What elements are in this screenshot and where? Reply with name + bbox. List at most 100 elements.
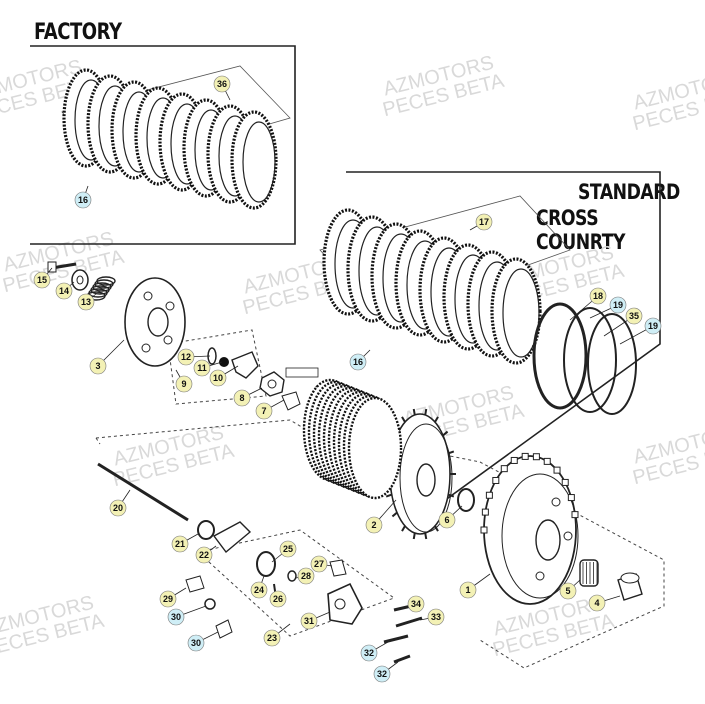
callout-badge: 11 — [193, 359, 211, 377]
callout-number: 33 — [431, 612, 441, 622]
hub-tooth — [424, 408, 428, 416]
thrust-washer — [457, 488, 475, 512]
callout-number: 9 — [181, 379, 186, 389]
callout-badge: 16 — [74, 191, 92, 209]
callout-number: 21 — [175, 539, 185, 549]
stacked-disc — [347, 396, 403, 500]
callout-number: 15 — [37, 275, 47, 285]
callout-badge: 33 — [427, 608, 445, 626]
hub-tooth — [391, 511, 398, 518]
callout-number: 7 — [261, 406, 266, 416]
hub-tooth — [434, 525, 439, 532]
callout-number: 30 — [171, 612, 181, 622]
callout-number: 17 — [479, 217, 489, 227]
callout-badge: 30 — [187, 634, 205, 652]
basket-tooth — [492, 476, 500, 484]
callout-badge: 1 — [459, 581, 477, 599]
callout-number: 4 — [594, 598, 599, 608]
basket-tooth — [480, 526, 488, 534]
callout-badge: 21 — [171, 535, 189, 553]
cover-dashed-frame — [196, 529, 396, 637]
callout-badge: 12 — [177, 348, 195, 366]
callout-badge: 14 — [55, 282, 73, 300]
callout-badge: 3 — [89, 357, 107, 375]
nut-and-lockwasher — [259, 367, 319, 411]
callout-badge: 35 — [625, 307, 643, 325]
hub-tooth — [401, 416, 406, 423]
callout-badge: 2 — [365, 516, 383, 534]
heading-factory: FACTORY — [34, 20, 122, 45]
callout-badge: 9 — [175, 375, 193, 393]
hub-tooth — [412, 408, 416, 416]
hub-tooth — [412, 532, 416, 540]
callout-badge: 32 — [373, 665, 391, 683]
friction-disc — [230, 110, 278, 210]
basket-tooth — [553, 466, 561, 474]
callout-badge: 24 — [250, 581, 268, 599]
gasket — [212, 521, 252, 554]
callout-badge: 6 — [438, 511, 456, 529]
spring-ring — [532, 302, 588, 410]
steel-disc — [242, 121, 276, 203]
callout-number: 23 — [267, 633, 277, 643]
callout-number: 18 — [593, 291, 603, 301]
callout-badge: 16 — [349, 353, 367, 371]
basket-tooth — [485, 491, 493, 499]
hub-tooth — [447, 493, 455, 498]
callout-number: 31 — [304, 616, 314, 626]
callout-number: 24 — [254, 585, 264, 595]
factory-clutch-pack — [61, 65, 291, 210]
callout-number: 10 — [213, 373, 223, 383]
callout-number: 2 — [371, 520, 376, 530]
callout-badge: 17 — [475, 213, 493, 231]
callout-badge: 19 — [644, 317, 662, 335]
assembly-dashed-frame-left — [95, 437, 101, 445]
callout-number: 16 — [78, 195, 88, 205]
basket-tooth — [510, 456, 518, 464]
callout-badge: 15 — [33, 271, 51, 289]
basket-tooth — [521, 452, 529, 460]
callout-number: 36 — [217, 79, 227, 89]
callout-number: 1 — [465, 585, 470, 595]
callout-number: 3 — [95, 361, 100, 371]
basket-tooth — [571, 511, 579, 519]
steel-disc — [502, 268, 540, 358]
callout-badge: 34 — [407, 595, 425, 613]
callout-number: 28 — [301, 571, 311, 581]
callout-badge: 10 — [209, 369, 227, 387]
basket-tooth — [543, 457, 551, 465]
hub-tooth — [447, 450, 455, 455]
basket-tooth — [481, 508, 489, 516]
slave-cylinder-parts — [256, 551, 363, 625]
callout-badge: 36 — [213, 75, 231, 93]
spring-coil — [96, 276, 116, 286]
callout-number: 25 — [283, 544, 293, 554]
clutch-basket — [480, 452, 579, 605]
basket-tooth — [561, 478, 569, 486]
spring-ring — [563, 307, 617, 413]
callout-number: 34 — [411, 599, 421, 609]
heading-cross-country: CROSS COUNRTY — [536, 206, 625, 254]
needle-bearing-and-bushing — [579, 559, 643, 601]
callout-number: 8 — [239, 393, 244, 403]
callout-badge: 19 — [609, 296, 627, 314]
callout-badge: 26 — [269, 590, 287, 608]
callout-badge: 4 — [588, 594, 606, 612]
callout-badge: 7 — [255, 402, 273, 420]
heading-standard: STANDARD — [578, 180, 680, 204]
callout-number: 14 — [59, 286, 69, 296]
callout-badge: 5 — [559, 582, 577, 600]
disc-stack — [302, 378, 403, 500]
callout-number: 20 — [113, 503, 123, 513]
callout-number: 16 — [353, 357, 363, 367]
callout-badge: 23 — [263, 629, 281, 647]
hub-tooth — [434, 416, 439, 423]
basket-tooth — [500, 465, 508, 473]
callout-badge: 25 — [279, 540, 297, 558]
callout-badge: 18 — [589, 287, 607, 305]
